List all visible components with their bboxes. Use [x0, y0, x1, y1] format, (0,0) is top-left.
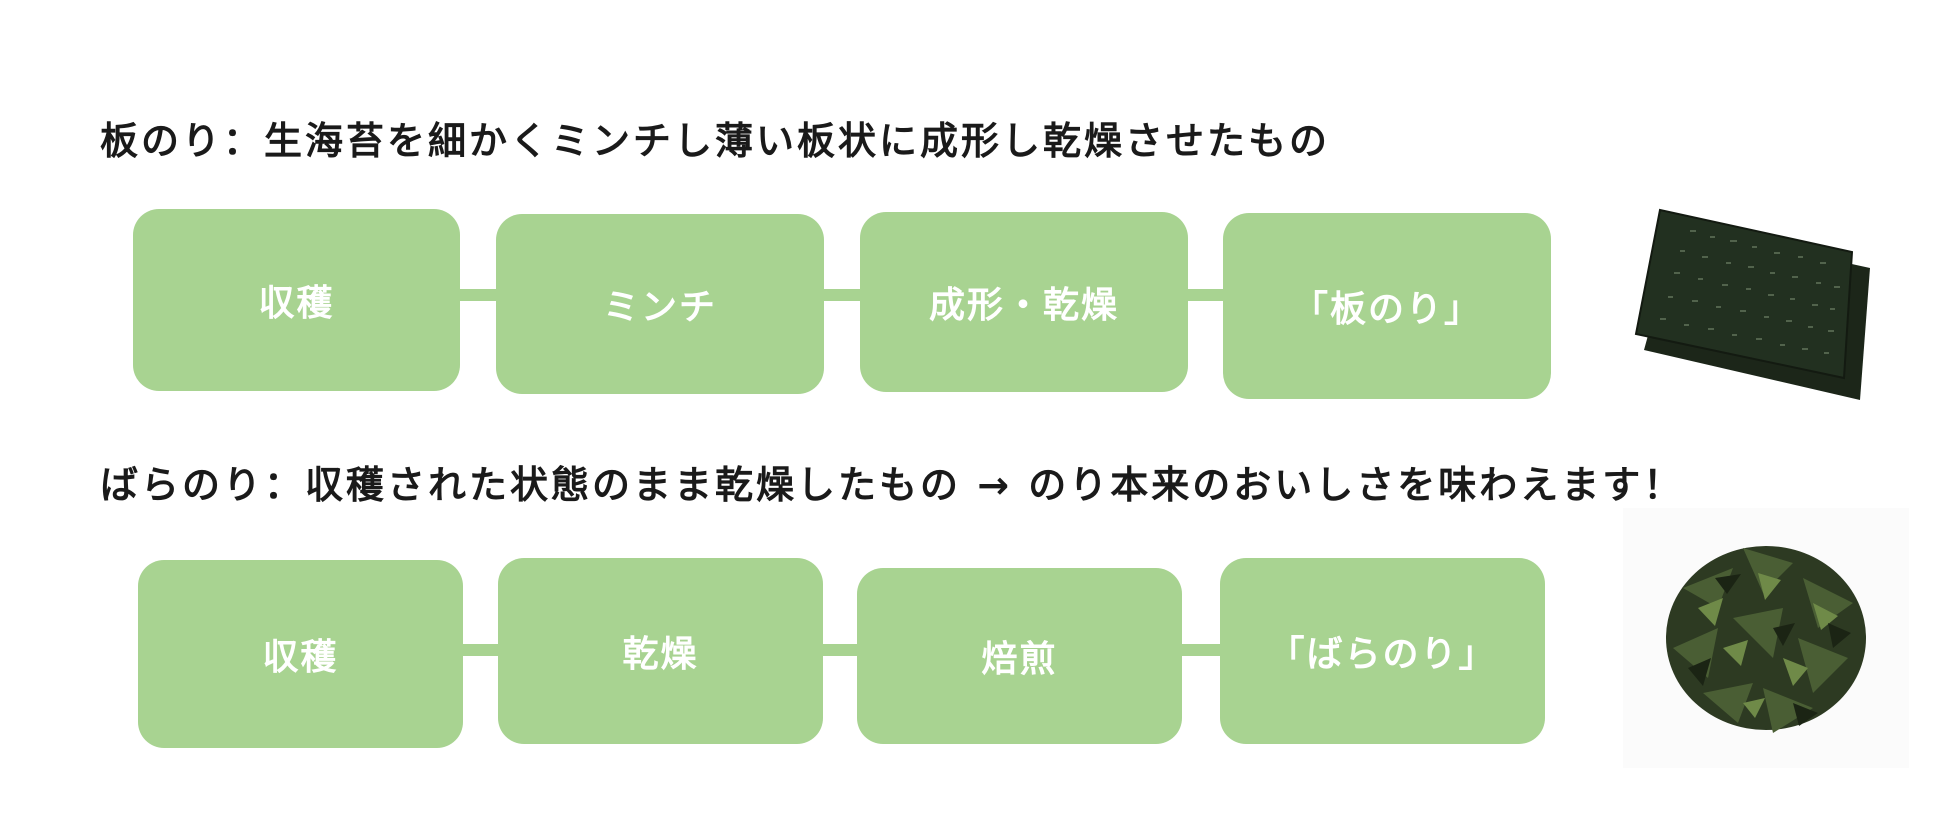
- flow-connector: [1178, 644, 1224, 656]
- loose-nori-photo: [1623, 508, 1909, 768]
- flow-connector: [1185, 289, 1227, 301]
- baranori-heading: ばらのり：収穫された状態のまま乾燥したもの → のり本来のおいしさを味わえます！: [100, 463, 1685, 507]
- flow-step-form-dry: 成形・乾燥: [860, 212, 1188, 392]
- flow-connector: [818, 644, 860, 656]
- flow-step-itanori: 「板のり」: [1223, 213, 1551, 399]
- flow-connector: [455, 289, 500, 301]
- flow-step-harvest: 収穫: [133, 209, 460, 391]
- flow-step-baranori: 「ばらのり」: [1220, 558, 1545, 744]
- flow-step-harvest: 収穫: [138, 560, 463, 748]
- flow-connector: [458, 644, 502, 656]
- flow-step-mince: ミンチ: [496, 214, 824, 394]
- itanori-heading: 板のり：生海苔を細かくミンチし薄い板状に成形し乾燥させたもの: [100, 119, 1331, 163]
- flow-step-roast: 焙煎: [857, 568, 1182, 744]
- nori-sheets-photo: [1634, 208, 1870, 400]
- flow-connector: [820, 289, 862, 301]
- flow-step-dry: 乾燥: [498, 558, 823, 744]
